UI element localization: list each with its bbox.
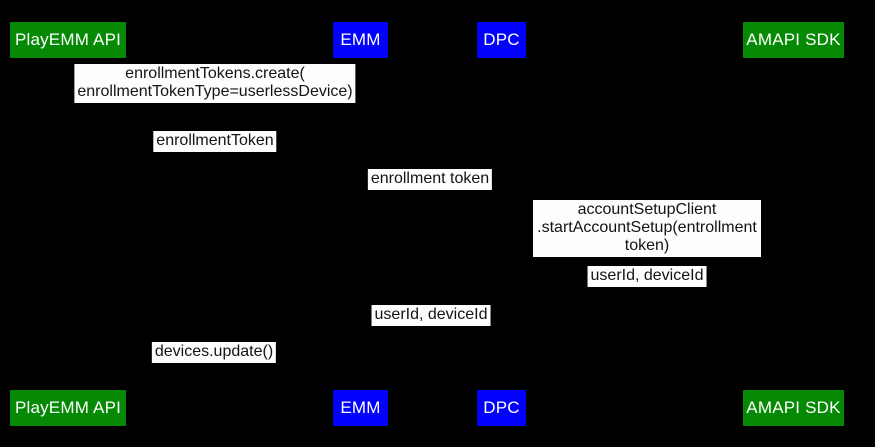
message-label-enrollment-tokens-create: enrollmentTokens.create( enrollmentToken… xyxy=(74,64,356,103)
actor-box-amapi-sdk-top: AMAPI SDK xyxy=(743,22,844,58)
actor-box-playemm-api-bottom: PlayEMM API xyxy=(10,390,126,426)
actor-box-dpc-top: DPC xyxy=(477,22,526,58)
actor-box-emm-bottom: EMM xyxy=(333,390,388,426)
actor-box-dpc-bottom: DPC xyxy=(477,390,526,426)
message-label-enrollment-token-return: enrollmentToken xyxy=(153,131,277,152)
actor-box-playemm-api-top: PlayEMM API xyxy=(10,22,126,58)
message-label-userid-deviceid-from-sdk: userId, deviceId xyxy=(587,266,707,287)
message-label-enrollment-token-to-dpc: enrollment token xyxy=(367,169,493,190)
message-label-devices-update: devices.update() xyxy=(151,342,277,363)
message-label-userid-deviceid-to-emm: userId, deviceId xyxy=(371,305,491,326)
actor-box-emm-top: EMM xyxy=(333,22,388,58)
actor-box-amapi-sdk-bottom: AMAPI SDK xyxy=(743,390,844,426)
message-label-start-account-setup: accountSetupClient .startAccountSetup(en… xyxy=(533,200,761,257)
